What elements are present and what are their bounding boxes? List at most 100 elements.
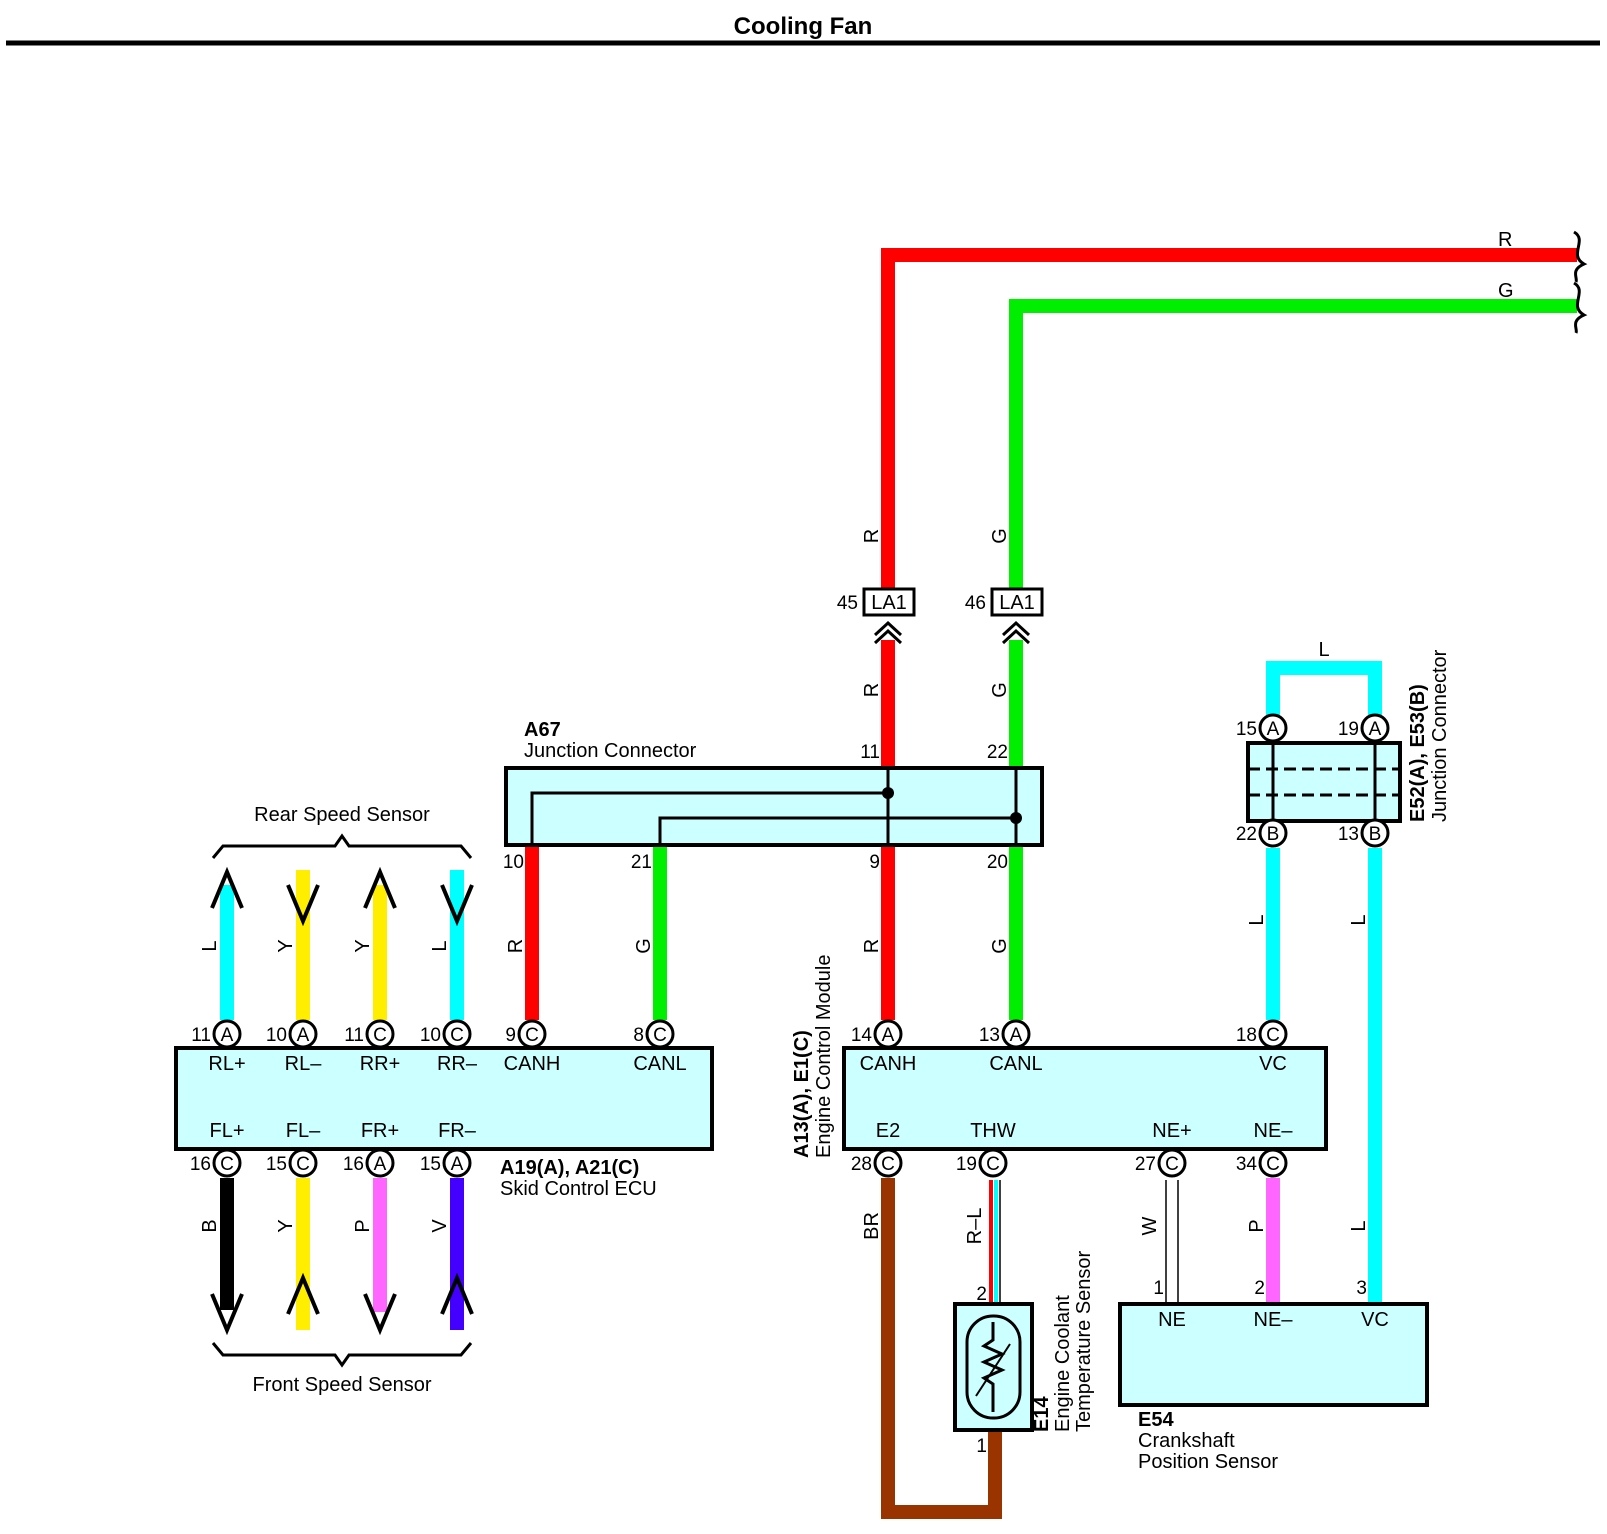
rear-speed-sensor-label: Rear Speed Sensor xyxy=(254,804,430,826)
e54-id: E54 xyxy=(1138,1409,1174,1431)
a67-pin-22: 22 xyxy=(987,742,1008,763)
arrow-up-icon xyxy=(286,1272,320,1315)
pin-letter: B xyxy=(1369,824,1382,845)
wire-label-br: BR xyxy=(861,1212,883,1240)
e52-pin: A15 xyxy=(1236,713,1288,743)
pin-number: 19 xyxy=(956,1154,977,1175)
wire-label-g: G xyxy=(989,938,1011,954)
pin-circle xyxy=(1360,818,1390,848)
wire-label-g-2: G xyxy=(989,682,1011,698)
wire-label-y: Y xyxy=(275,1219,297,1232)
e54-name-line1: Crankshaft xyxy=(1138,1430,1235,1452)
resistor-icon xyxy=(980,1322,1006,1412)
splice-dot xyxy=(1010,812,1022,824)
skid-ecu-id: A19(A), A21(C) xyxy=(500,1157,639,1179)
rear-speed-sensor-brace xyxy=(211,833,473,859)
skid-control-ecu-box xyxy=(174,1046,714,1151)
skid-bottom-pin: A16 xyxy=(343,1148,395,1178)
skid-top-pin: C9 xyxy=(505,1019,547,1049)
pin-circle xyxy=(873,1148,903,1178)
arrow-down-icon xyxy=(210,1293,244,1336)
terminal-label: FL+ xyxy=(209,1120,244,1142)
terminal-label: VC xyxy=(1259,1053,1287,1075)
wire-label-l: L xyxy=(199,940,221,951)
pin-letter: C xyxy=(450,1025,464,1046)
terminal-label: NE xyxy=(1158,1309,1186,1331)
thermistor-slash xyxy=(975,1343,1011,1397)
terminal-label: RR– xyxy=(437,1053,478,1075)
e14-name-line2: Temperature Sensor xyxy=(1073,1250,1095,1432)
la1-label: LA1 xyxy=(999,592,1035,614)
pin-letter: A xyxy=(374,1154,387,1175)
splice-dot xyxy=(882,787,894,799)
e52-box xyxy=(1246,741,1402,823)
pin-number: 27 xyxy=(1135,1154,1156,1175)
pin-letter: A xyxy=(1369,719,1382,740)
front-speed-sensor-label: Front Speed Sensor xyxy=(253,1374,432,1396)
arrow-up-icon xyxy=(210,866,244,909)
ecm-id: A13(A), E1(C) xyxy=(791,1030,813,1158)
pin-letter: B xyxy=(1267,824,1280,845)
connector-la1-46: LA1 46 xyxy=(965,587,1044,645)
e52-pin: B 13 xyxy=(1338,818,1390,848)
wire-label-r-top: R xyxy=(1498,229,1512,251)
ecm-top-pin: C18 xyxy=(1236,1019,1288,1049)
terminal-label: THW xyxy=(970,1120,1016,1142)
wire-label-r: R xyxy=(861,939,883,953)
terminal-label: RL+ xyxy=(208,1053,245,1075)
pin-circle xyxy=(1258,818,1288,848)
wire-label-p: P xyxy=(352,1219,374,1232)
pin-letter: C xyxy=(881,1154,895,1175)
terminal-label: RL– xyxy=(285,1053,323,1075)
a67-internal-canl xyxy=(658,816,1016,845)
pin-46: 46 xyxy=(965,593,986,614)
pin-letter: A xyxy=(1010,1025,1023,1046)
wire-label-p: P xyxy=(1246,1219,1268,1232)
e54-pin-number: 1 xyxy=(1153,1278,1164,1299)
pin-letter: C xyxy=(986,1154,1000,1175)
e52-pin: B 22 xyxy=(1236,818,1288,848)
skid-bottom-pin: C16 xyxy=(190,1148,242,1178)
pin-circle xyxy=(517,1019,547,1049)
wire-label-y: Y xyxy=(352,939,374,952)
wire-label-g: G xyxy=(633,938,655,954)
arrow-down-icon xyxy=(286,884,320,927)
wire-label-l: L xyxy=(1348,914,1370,925)
a67-box xyxy=(504,766,1044,847)
terminal-label: RR+ xyxy=(360,1053,401,1075)
terminal-label: NE– xyxy=(1254,1309,1294,1331)
wire-label-b: B xyxy=(199,1219,221,1232)
pin-letter: C xyxy=(525,1025,539,1046)
a67-pin-20: 20 xyxy=(987,852,1008,873)
pin-letter: C xyxy=(1266,1154,1280,1175)
pin-number: 34 xyxy=(1236,1154,1258,1175)
pin-letter: C xyxy=(296,1154,310,1175)
pin-circle xyxy=(212,1019,242,1049)
pin-circle xyxy=(978,1148,1008,1178)
wire-l-loop xyxy=(1266,661,1382,728)
ecm-top-pin: A13 xyxy=(979,1019,1031,1049)
wire-label-r-2: R xyxy=(861,683,883,697)
pin-number: 15 xyxy=(1236,719,1257,740)
wire-label-w: W xyxy=(1139,1216,1161,1235)
pin-number: 15 xyxy=(266,1154,287,1175)
skid-bottom-pin: C 15 xyxy=(266,1148,318,1178)
terminal-label: CANL xyxy=(989,1053,1042,1075)
pin-number: 9 xyxy=(505,1025,516,1046)
pin-45: 45 xyxy=(837,593,858,614)
pin-number: 22 xyxy=(1236,824,1257,845)
e54-pin-number: 3 xyxy=(1356,1278,1367,1299)
skid-top-pin: C11 xyxy=(344,1019,395,1049)
e54-pin-number: 2 xyxy=(1254,1278,1265,1299)
e14-pin-2: 2 xyxy=(976,1284,987,1305)
skid-top-pin: C10 xyxy=(420,1019,472,1049)
pin-number: 11 xyxy=(191,1025,211,1046)
pin-number: 13 xyxy=(1338,824,1359,845)
pin-letter: A xyxy=(882,1025,895,1046)
wire-br-e2 xyxy=(881,1178,1002,1519)
terminal-label: E2 xyxy=(876,1120,900,1142)
pin-circle xyxy=(1001,1019,1031,1049)
